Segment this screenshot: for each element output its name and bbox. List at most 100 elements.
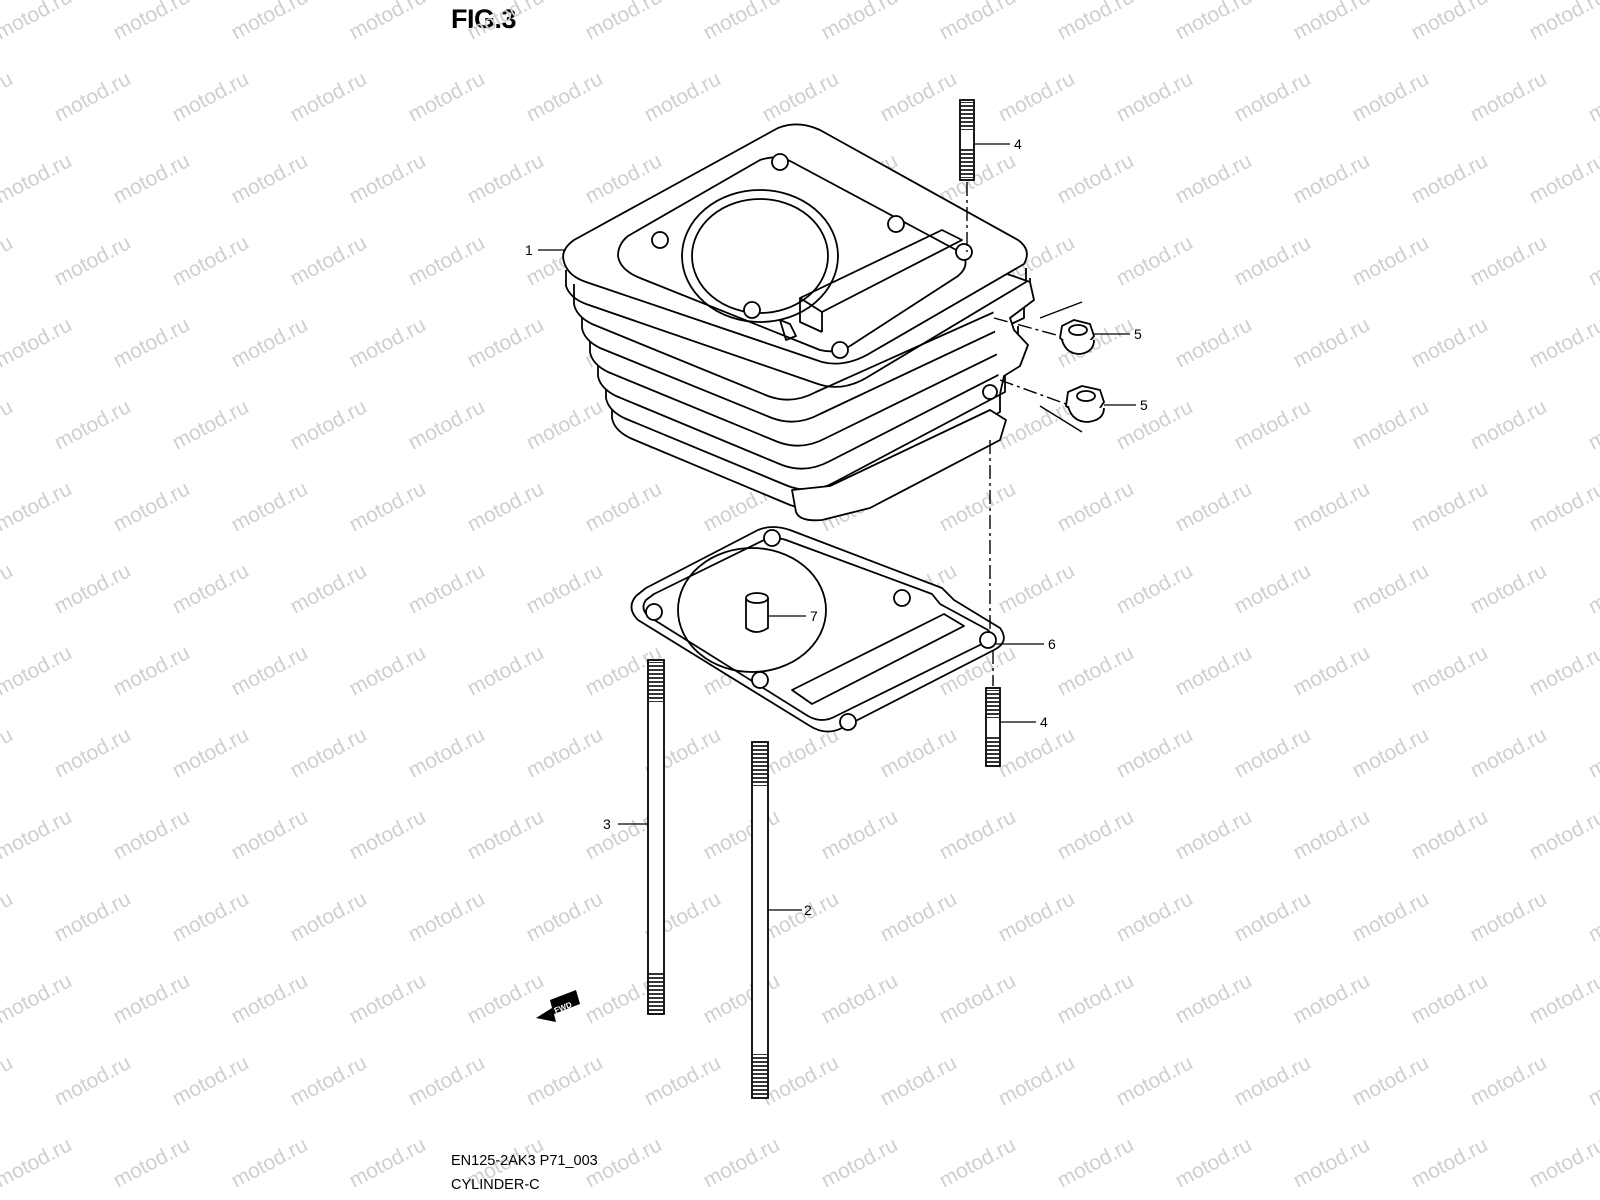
watermark-text: motod.ru bbox=[1172, 0, 1256, 44]
watermark-text: motod.ru bbox=[287, 395, 371, 454]
watermark-text: motod.ru bbox=[110, 641, 194, 700]
watermark-text: motod.ru bbox=[287, 887, 371, 946]
diagram-name: CYLINDER-C bbox=[451, 1177, 540, 1193]
watermark-text: motod.ru bbox=[464, 313, 548, 372]
watermark-text: motod.ru bbox=[110, 149, 194, 208]
watermark-text: motod.ru bbox=[228, 805, 312, 864]
watermark-text: motod.ru bbox=[0, 477, 76, 536]
watermark-text: motod.ru bbox=[405, 67, 489, 126]
watermark-text: motod.ru bbox=[0, 0, 76, 44]
watermark-text: motod.ru bbox=[936, 1133, 1020, 1192]
watermark-text: motod.ru bbox=[1467, 231, 1551, 290]
watermark-text: motod.ru bbox=[346, 641, 430, 700]
callout-5-lower: 5 bbox=[1140, 397, 1148, 413]
watermark-text: motod.ru bbox=[287, 723, 371, 782]
watermark-text: motod.ru bbox=[1467, 723, 1551, 782]
watermark-text: motod.ru bbox=[1526, 149, 1600, 208]
watermark-text: motod.ru bbox=[759, 887, 843, 946]
watermark-text: motod.ru bbox=[1054, 805, 1138, 864]
watermark-text: motod.ru bbox=[405, 1051, 489, 1110]
watermark-text: motod.ru bbox=[0, 887, 17, 946]
callout-3: 3 bbox=[603, 816, 611, 832]
watermark-text: motod.ru bbox=[936, 149, 1020, 208]
watermark-text: motod.ru bbox=[1585, 67, 1600, 126]
watermark-text: motod.ru bbox=[1290, 149, 1374, 208]
watermark-text: motod.ru bbox=[1585, 559, 1600, 618]
watermark-text: motod.ru bbox=[1467, 1051, 1551, 1110]
watermark-text: motod.ru bbox=[464, 149, 548, 208]
watermark-text: motod.ru bbox=[464, 805, 548, 864]
watermark-text: motod.ru bbox=[1172, 477, 1256, 536]
watermark-text: motod.ru bbox=[523, 887, 607, 946]
watermark-text: motod.ru bbox=[936, 969, 1020, 1028]
watermark-text: motod.ru bbox=[818, 0, 902, 44]
watermark-text: motod.ru bbox=[110, 969, 194, 1028]
watermark-text: motod.ru bbox=[1408, 477, 1492, 536]
nut-upper bbox=[1059, 319, 1096, 355]
watermark-text: motod.ru bbox=[1290, 805, 1374, 864]
watermark-text: motod.ru bbox=[1585, 395, 1600, 454]
watermark-text: motod.ru bbox=[1113, 67, 1197, 126]
watermark-text: motod.ru bbox=[523, 1051, 607, 1110]
callout-1: 1 bbox=[525, 242, 533, 258]
callout-5-upper: 5 bbox=[1134, 326, 1142, 342]
watermark-text: motod.ru bbox=[1290, 477, 1374, 536]
callout-4-lower: 4 bbox=[1040, 714, 1048, 730]
watermark-text: motod.ru bbox=[1349, 231, 1433, 290]
watermark-text: motod.ru bbox=[1054, 149, 1138, 208]
watermark-text: motod.ru bbox=[1526, 969, 1600, 1028]
watermark-text: motod.ru bbox=[51, 231, 135, 290]
watermark-text: motod.ru bbox=[0, 723, 17, 782]
watermark-text: motod.ru bbox=[1526, 313, 1600, 372]
watermark-text: motod.ru bbox=[228, 641, 312, 700]
watermark-text: motod.ru bbox=[1290, 0, 1374, 44]
watermark-text: motod.ru bbox=[1585, 1051, 1600, 1110]
watermark-text: motod.ru bbox=[110, 805, 194, 864]
watermark-text: motod.ru bbox=[1526, 0, 1600, 44]
long-stud-bolt-front bbox=[751, 741, 769, 1099]
watermark-text: motod.ru bbox=[1408, 805, 1492, 864]
watermark-text: motod.ru bbox=[405, 395, 489, 454]
watermark-text: motod.ru bbox=[0, 313, 76, 372]
watermark-text: motod.ru bbox=[1172, 969, 1256, 1028]
watermark-text: motod.ru bbox=[582, 0, 666, 44]
watermark-text: motod.ru bbox=[110, 313, 194, 372]
watermark-text: motod.ru bbox=[51, 723, 135, 782]
stud-bolt-lower bbox=[985, 687, 1001, 767]
nut-lower bbox=[1065, 385, 1105, 423]
watermark-text: motod.ru bbox=[1172, 641, 1256, 700]
watermark-text: motod.ru bbox=[228, 313, 312, 372]
watermark-text: motod.ru bbox=[1349, 1051, 1433, 1110]
watermark-text: motod.ru bbox=[1231, 231, 1315, 290]
callout-6: 6 bbox=[1048, 636, 1056, 652]
watermark-text: motod.ru bbox=[405, 887, 489, 946]
watermark-text: motod.ru bbox=[287, 559, 371, 618]
watermark-text: motod.ru bbox=[51, 1051, 135, 1110]
watermark-text: motod.ru bbox=[1290, 313, 1374, 372]
stud-bolt-upper bbox=[959, 99, 975, 181]
watermark-text: motod.ru bbox=[228, 477, 312, 536]
watermark-text: motod.ru bbox=[700, 805, 784, 864]
watermark-text: motod.ru bbox=[1526, 641, 1600, 700]
watermark-text: motod.ru bbox=[1172, 805, 1256, 864]
watermark-text: motod.ru bbox=[0, 149, 76, 208]
watermark-text: motod.ru bbox=[1054, 0, 1138, 44]
watermark-text: motod.ru bbox=[1349, 67, 1433, 126]
watermark-text: motod.ru bbox=[405, 723, 489, 782]
watermark-text: motod.ru bbox=[1349, 887, 1433, 946]
watermark-text: motod.ru bbox=[1231, 1051, 1315, 1110]
watermark-text: motod.ru bbox=[1172, 313, 1256, 372]
watermark-text: motod.ru bbox=[995, 559, 1079, 618]
watermark-text: motod.ru bbox=[228, 0, 312, 44]
watermark-text: motod.ru bbox=[1290, 969, 1374, 1028]
watermark-text: motod.ru bbox=[169, 231, 253, 290]
cylinder-block bbox=[562, 123, 1035, 522]
watermark-text: motod.ru bbox=[1290, 641, 1374, 700]
watermark-text: motod.ru bbox=[582, 477, 666, 536]
watermark-text: motod.ru bbox=[759, 67, 843, 126]
figure-title: FIG.3 bbox=[451, 4, 517, 34]
watermark-text: motod.ru bbox=[1467, 559, 1551, 618]
forward-direction-arrow: FWD bbox=[536, 990, 580, 1022]
watermark-text: motod.ru bbox=[818, 1133, 902, 1192]
watermark-text: motod.ru bbox=[51, 67, 135, 126]
